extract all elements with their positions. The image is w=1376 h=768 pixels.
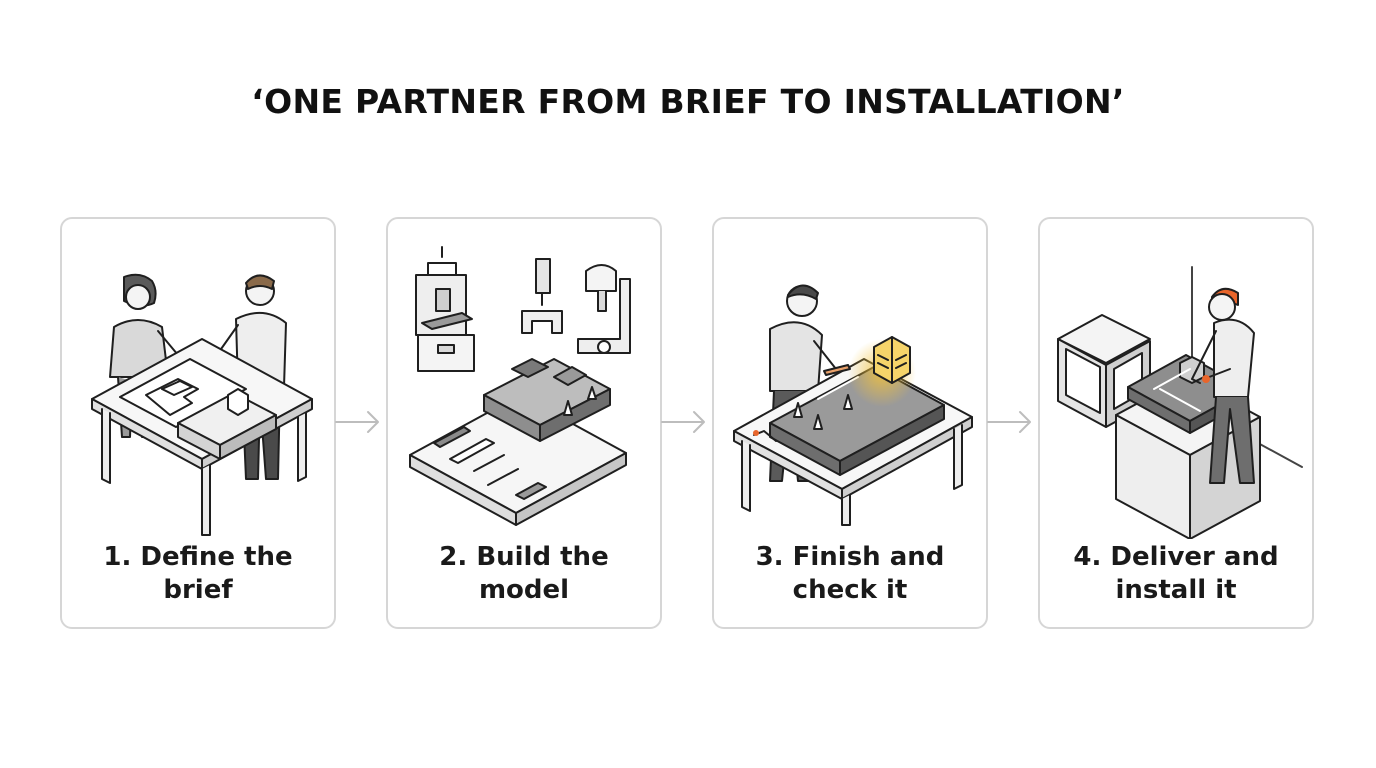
step-label-4: 4. Deliver and install it [1073, 542, 1279, 605]
define-brief-illustration [91, 273, 313, 536]
arrow-right-icon [661, 411, 705, 433]
deliver-install-illustration [1057, 266, 1303, 539]
arrow-right-icon [987, 411, 1031, 433]
step-card-4: 4. Deliver and install it [1038, 217, 1314, 629]
flow-arrow-3 [986, 402, 1036, 442]
diagram-title: ‘ONE PARTNER FROM BRIEF TO INSTALLATION’ [251, 82, 1125, 121]
step-card-3: 3. Finish and check it [712, 217, 988, 629]
step-label-2: 2. Build the model [439, 542, 609, 605]
step-card-1: 1. Define the brief [60, 217, 336, 629]
build-model-illustration [409, 246, 631, 526]
arrow-right-icon [335, 411, 379, 433]
finish-check-illustration [733, 284, 973, 526]
flow-arrow-2 [660, 402, 710, 442]
step-label-1: 1. Define the brief [103, 542, 293, 605]
flow-arrow-1 [334, 402, 384, 442]
step-label-3: 3. Finish and check it [755, 542, 945, 605]
step-card-2: 2. Build the model [386, 217, 662, 629]
